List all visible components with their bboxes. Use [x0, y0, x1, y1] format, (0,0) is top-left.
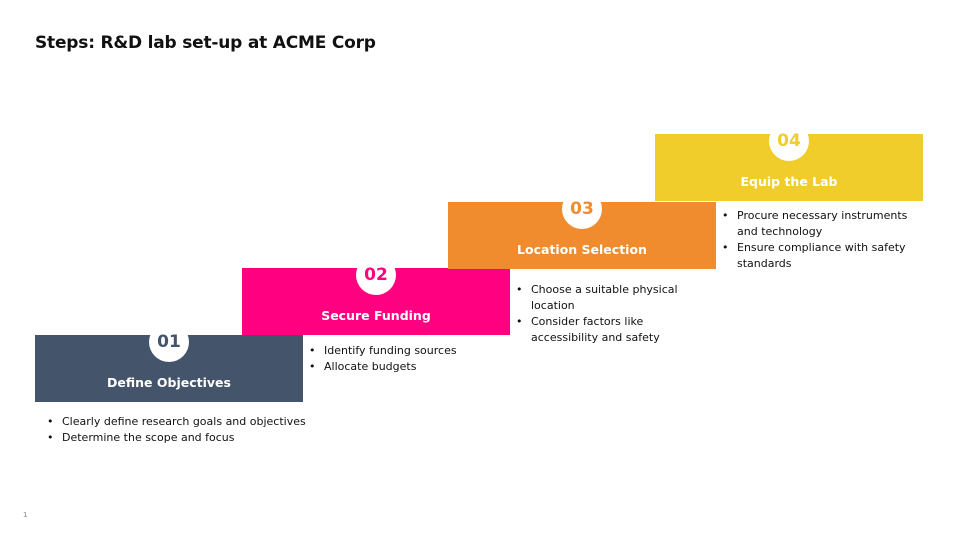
step-4-bullet: Procure necessary instruments and techno…: [722, 208, 922, 240]
step-2-bullet: Allocate budgets: [309, 359, 479, 375]
step-4-bullets: Procure necessary instruments and techno…: [722, 208, 922, 272]
step-3-bullet: Consider factors like accessibility and …: [516, 314, 696, 346]
step-1-number-badge: 01: [149, 322, 189, 362]
step-1-bullet: Clearly define research goals and object…: [47, 414, 317, 430]
step-2-number-badge: 02: [356, 255, 396, 295]
step-1-label: Define Objectives: [107, 375, 231, 390]
step-2-bullets: Identify funding sources Allocate budget…: [309, 343, 479, 375]
step-2-label: Secure Funding: [321, 308, 431, 323]
step-4-bullet: Ensure compliance with safety standards: [722, 240, 922, 272]
step-3-bullets: Choose a suitable physical location Cons…: [516, 282, 696, 346]
step-1-box: 01 Define Objectives: [35, 322, 303, 402]
step-1-bullet: Determine the scope and focus: [47, 430, 317, 446]
step-3-bullet: Choose a suitable physical location: [516, 282, 696, 314]
step-4-box: 04 Equip the Lab: [655, 121, 923, 201]
step-3-number-badge: 03: [562, 189, 602, 229]
step-1-bullets: Clearly define research goals and object…: [47, 414, 317, 446]
step-3-box: 03 Location Selection: [448, 189, 716, 269]
step-4-label: Equip the Lab: [740, 174, 838, 189]
step-2-bullet: Identify funding sources: [309, 343, 479, 359]
slide-title: Steps: R&D lab set-up at ACME Corp: [35, 33, 376, 53]
page-number: 1: [23, 511, 28, 519]
step-2-box: 02 Secure Funding: [242, 255, 510, 335]
step-4-number-badge: 04: [769, 121, 809, 161]
step-3-label: Location Selection: [517, 242, 647, 257]
